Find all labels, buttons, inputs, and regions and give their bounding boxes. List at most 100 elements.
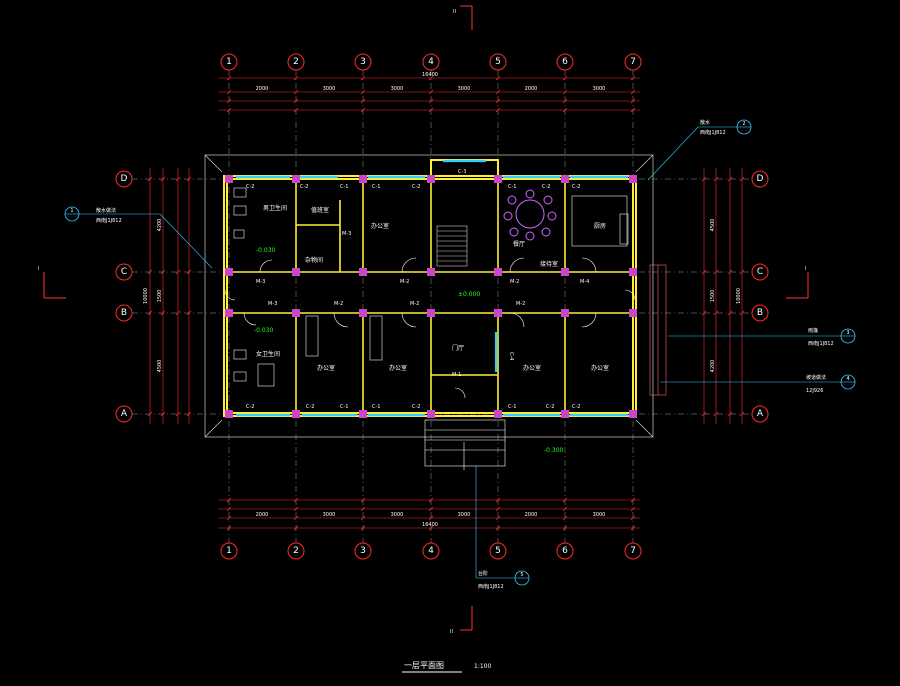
section-label-bottom: II [450,629,453,635]
dimension-tick [175,176,181,182]
dimension-tick [360,506,366,512]
room-office-4: 办公室 [523,364,541,372]
dimension-tick [739,269,745,275]
room-toilet-f: 女卫生间 [256,350,280,358]
dimension-tick [160,310,166,316]
column [225,410,233,418]
callout-ramp: 4 坡道做法 12J926 [660,374,856,394]
column [427,309,435,317]
axis-top-5: 5 [495,57,501,67]
axis-top-4: 4 [428,57,434,67]
axis-bottom-3: 3 [360,546,366,556]
tag-win-c1-d: C-1 [340,404,348,410]
dimension-tick [630,89,636,95]
callout-canopy-num: 3 [846,330,849,336]
dim-left-overall: 10000 [143,288,149,304]
axis-left-C: C [121,267,127,277]
dimension-tick [226,525,232,531]
dimension-tick [739,411,745,417]
toilet-fixtures [233,187,383,387]
dim-right-bay-1: 4500 [710,219,716,232]
axis-left-D: D [121,174,128,184]
dim-top-bay-2: 3000 [323,86,336,92]
tag-door-m2-e: M-2 [510,279,519,285]
dimension-tick [562,497,568,503]
dim-bottom-bay-3: 3000 [391,512,404,518]
dim-bottom-bay-5: 2000 [525,512,538,518]
kitchen-counter [571,195,629,247]
column [225,309,233,317]
axis-bottom-4: 4 [428,546,434,556]
room-hall: 门厅 [452,344,464,352]
section-label-left: I [38,266,39,272]
dimension-tick [428,98,434,104]
room-kitchen: 厨房 [594,222,606,230]
tag-door-m3-b: M-3 [256,279,265,285]
callout-ramp-ref: 12J926 [806,388,823,394]
callout-steps-title: 台阶 [478,570,488,577]
section-label-top: II [453,9,456,15]
column [629,268,637,276]
room-office-3: 办公室 [389,364,407,372]
dimension-tick [727,310,733,316]
column [359,175,367,183]
column [225,268,233,276]
tag-door-m4: M-4 [580,279,589,285]
level-toilet-m: -0.030 [256,247,276,254]
tag-win-c1-b: C-1 [372,184,380,190]
dimension-tick [147,269,153,275]
dimension-tick [495,107,501,113]
dimension-tick [727,269,733,275]
dimension-tick [293,107,299,113]
dimension-tick [701,176,707,182]
dimension-tick [293,497,299,503]
callout-canopy: 3 雨篷 西南J1J812 [668,327,856,347]
dimension-tick [226,506,232,512]
dimension-tick [147,310,153,316]
dimension-tick [713,411,719,417]
dimension-tick [428,107,434,113]
column [494,309,502,317]
dimension-tick [186,176,192,182]
dim-top-bay-6: 3000 [593,86,606,92]
room-office-1: 办公室 [371,222,389,230]
axis-bubbles-right: D C B A [751,170,769,423]
room-office-2: 办公室 [317,364,335,372]
column [359,309,367,317]
tag-win-c1-e: C-1 [372,404,380,410]
dimension-tick [226,75,232,81]
dimension-tick [428,497,434,503]
axis-bubbles-left: D C B A [115,170,133,423]
dim-right-bay-3: 4200 [710,360,716,373]
dimension-tick [186,269,192,275]
column [292,410,300,418]
callout-steps-ref: 西南J1J812 [478,583,504,590]
callout-apron-left: 1 散水做法 西南J1J812 [64,206,213,269]
column [292,309,300,317]
dimension-tick [713,176,719,182]
dimension-tick [428,75,434,81]
room-toilet-m: 男卫生间 [263,204,287,212]
axis-bottom-6: 6 [562,546,568,556]
dim-top-bay-1: 2000 [256,86,269,92]
dimension-tick [160,269,166,275]
dimension-tick [293,98,299,104]
dimension-tick [630,525,636,531]
level-exterior: -0.300 [544,447,564,454]
tag-win-c1-a: C-1 [340,184,348,190]
dimension-tick [147,176,153,182]
column [494,410,502,418]
column [292,175,300,183]
column [561,268,569,276]
dimension-tick [495,89,501,95]
dimension-tick [727,176,733,182]
tag-door-m2-a: M-2 [410,301,419,307]
section-mark-bottom: II [450,606,473,635]
dimension-tick [713,269,719,275]
tag-win-c2-d: C-2 [542,184,550,190]
callout-steps: 5 台阶 西南J1J812 [475,466,530,590]
section-mark-right: I [786,266,809,299]
tag-win-c2-a: C-2 [246,184,254,190]
